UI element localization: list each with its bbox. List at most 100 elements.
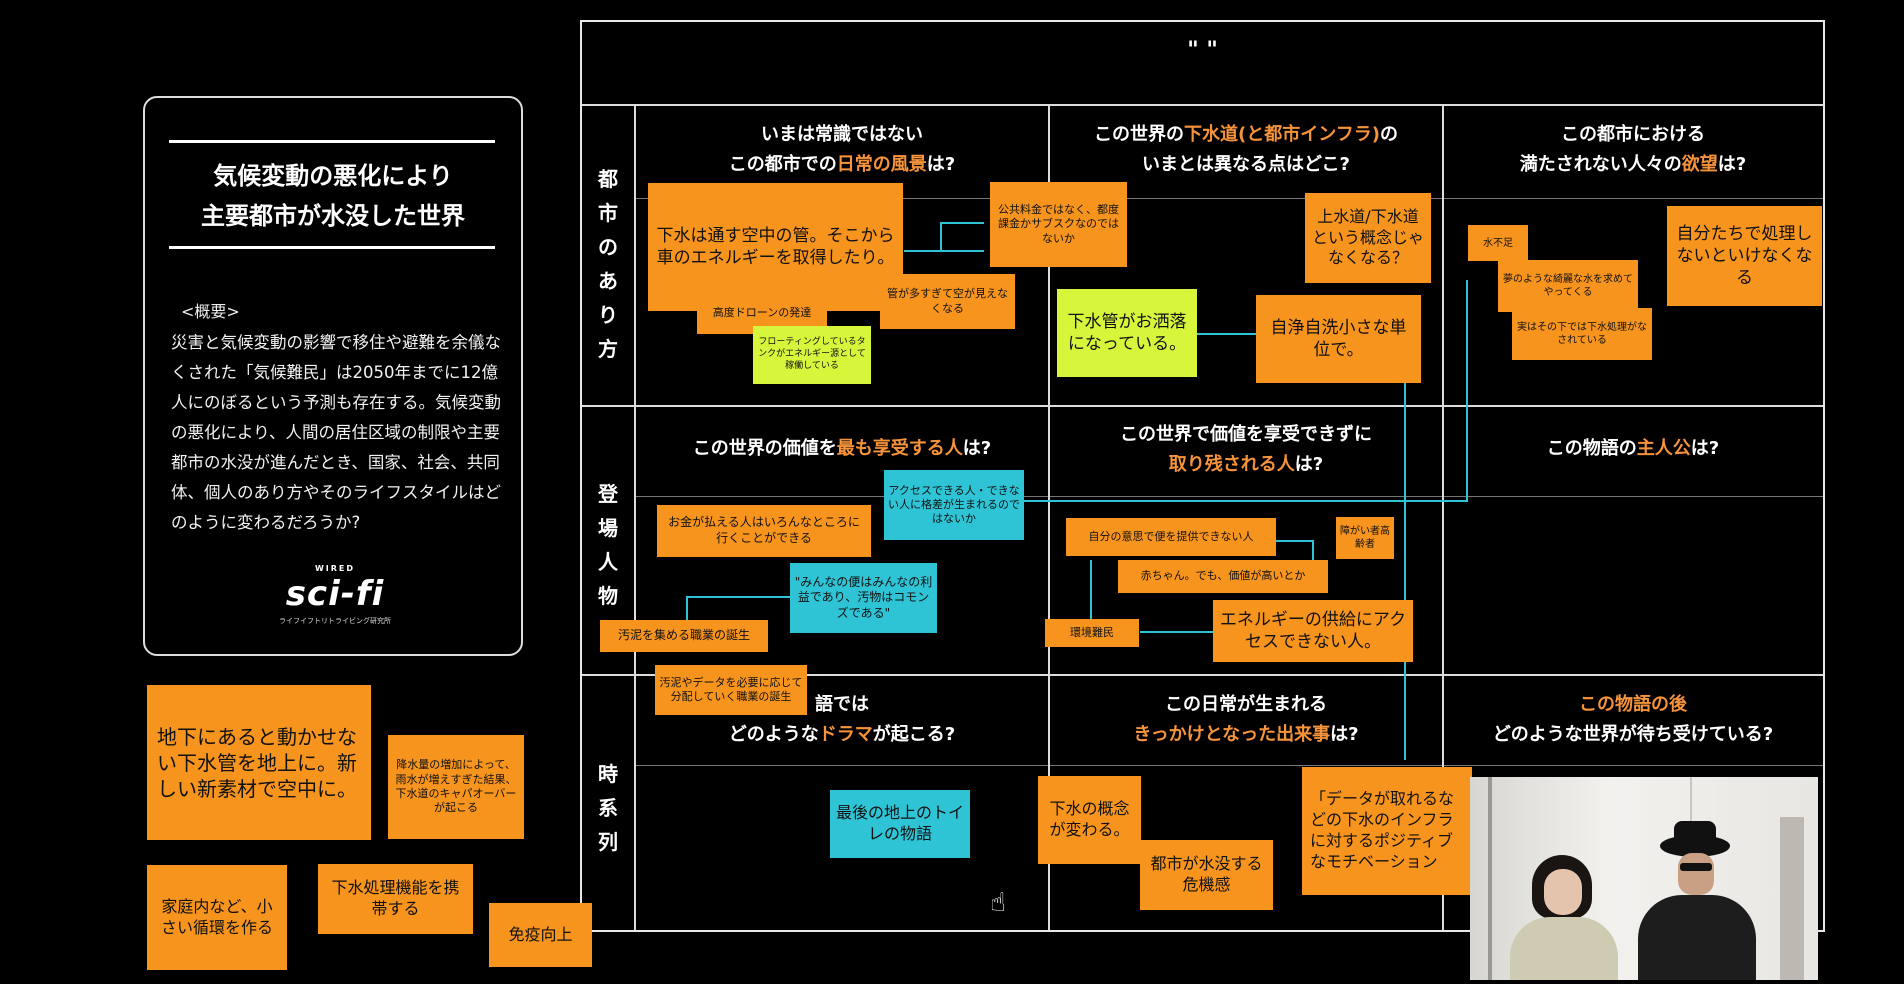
connector-line [1090,560,1092,622]
panel-top-rule [169,140,495,143]
row-label-timeline: 時系列 [583,757,633,859]
sticky-note[interactable]: フローティングしているタンクがエネルギー源として稼働している [753,326,871,384]
prompt-text: この日常が生まれる [1165,694,1327,715]
connector-line [1238,540,1314,542]
grid-line [582,674,1823,676]
connector-line [1404,380,1406,760]
summary-heading: <概要> [181,302,240,321]
prompt-text: いまは常識ではない [761,124,923,145]
sticky-note[interactable]: 最後の地上のトイレの物語 [830,790,970,858]
sticky-note[interactable]: 公共料金ではなく、都度課金かサブスクなのではないか [990,182,1127,267]
connector-line [686,596,688,620]
sticky-note[interactable]: 実はその下では下水処理がなされている [1512,308,1652,360]
sticky-note[interactable]: 赤ちゃん。でも、価値が高いとか [1118,560,1328,593]
connector-line [1020,500,1468,502]
prompt-daily-scene: いまは常識ではない この都市での日常の風景は? [636,120,1048,180]
grid-line [634,104,636,930]
prompt-text: この物語の後 [1579,694,1687,715]
sticky-note[interactable]: 自分たちで処理しないといけなくなる [1667,206,1822,306]
row-label-char: 登 [598,482,618,506]
prompt-text: いまとは異なる点はどこ? [1142,154,1350,175]
sticky-note[interactable]: 夢のような綺麗な水を求めてやってくる [1498,260,1638,312]
sticky-note[interactable]: 下水管がお洒落になっている。 [1057,289,1197,377]
hand-cursor-icon: ☝ [990,888,1006,918]
person-man-body [1638,895,1756,980]
prompt-text: この世界で価値を享受できずに [1120,424,1372,445]
person-woman-body [1510,917,1618,980]
person-man-glasses [1680,863,1712,871]
sticky-note[interactable]: 水不足 [1468,225,1528,261]
sticky-note[interactable]: アクセスできる人・できない人に格差が生まれるのではないか [884,470,1024,540]
prompt-desire: この都市における 満たされない人々の欲望は? [1444,120,1822,180]
sticky-note[interactable]: 管が多すぎて空が見えなくなる [880,274,1015,329]
grid-line [582,405,1823,407]
row-label-char: 人 [598,550,618,574]
sticky-note[interactable]: お金が払える人はいろんなところに行くことができる [657,505,871,557]
summary-text: 災害と気候変動の影響で移住や避難を余儀なくされた「気候難民」は2050年までに1… [171,333,501,532]
row-label-city: 都市のあり方 [583,162,633,366]
connector-line [940,222,984,224]
video-wall-edge [1488,777,1492,980]
panel-title-line1: 気候変動の悪化により [213,162,453,190]
grid-subline [634,765,1823,766]
prompt-sewer-infra: この世界の下水道(と都市インフラ)の いまとは異なる点はどこ? [1050,120,1442,180]
panel-title-line2: 主要都市が水没した世界 [201,202,465,230]
logo-wired: WIRED [314,564,356,573]
row-label-char: あ [598,269,618,293]
sticky-note[interactable]: 汚泥やデータを必要に応じて分配していく職業の誕生 [655,665,807,715]
prompt-text: 語では [815,694,869,715]
row-label-char: の [598,235,618,259]
row-label-char: 方 [598,337,618,361]
prompt-drama: 語では どのようなドラマが起こる? [636,690,1048,750]
theme-info-panel: 気候変動の悪化により 主要都市が水没した世界 <概要> 災害と気候変動の影響で移… [143,96,523,656]
sticky-note[interactable]: 家庭内など、小さい循環を作る [147,865,287,970]
connector-line [1140,631,1220,633]
sticky-note[interactable]: 自分の意思で便を提供できない人 [1066,518,1276,556]
row-label-char: 時 [598,762,618,786]
prompt-left-behind: この世界で価値を享受できずに 取り残される人は? [1050,420,1442,480]
sticky-note[interactable]: 下水は通す空中の管。そこから車のエネルギーを取得したり。 [648,183,903,311]
panel-title: 気候変動の悪化により 主要都市が水没した世界 [155,156,511,236]
sticky-note[interactable]: 自浄自洗小さな単位で。 [1256,295,1421,383]
sticky-note[interactable]: 環境難民 [1045,619,1139,647]
person-woman-face [1544,869,1582,915]
row-label-char: 列 [598,830,618,854]
row-label-char: り [598,303,618,327]
sticky-note[interactable]: 下水処理機能を携帯する [318,864,473,934]
prompt-text: どのようなドラマが起こる? [728,724,956,745]
sticky-note[interactable]: 汚泥を集める職業の誕生 [600,620,768,652]
row-label-char: 都 [598,167,618,191]
grid-title: " " [1187,38,1218,63]
prompt-text: この世界の下水道(と都市インフラ)の [1094,124,1398,145]
person-man-face [1678,853,1714,895]
connector-line [1312,540,1314,560]
sticky-note[interactable]: エネルギーの供給にアクセスできない人。 [1213,600,1413,662]
grid-line [1442,104,1444,930]
row-label-char: 系 [598,796,618,820]
sticky-note[interactable]: 降水量の増加によって、雨水が増えすぎた結果、下水道のキャパオーバーが起こる [388,735,524,839]
prompt-trigger-event: この日常が生まれる きっかけとなった出来事は? [1050,690,1442,750]
connector-line [1196,333,1256,335]
logo-scifi: sci-fi [285,574,385,614]
video-shelf [1780,817,1804,980]
prompt-text: 取り残される人は? [1168,454,1324,475]
person-man-hat [1674,821,1716,847]
sticky-note[interactable]: 上水道/下水道という概念じゃなくなる？ [1305,193,1431,283]
prompt-text: この都市における [1561,124,1705,145]
prompt-text: きっかけとなった出来事は? [1133,724,1359,745]
prompt-beneficiary: この世界の価値を最も享受する人は? [692,438,992,459]
grid-line [1048,104,1050,930]
worksheet-grid: " " 都市のあり方 登場人物 時系列 いまは常識ではない この都市での日常の風… [580,20,1825,932]
sticky-note[interactable]: 地下にあると動かせない下水管を地上に。新しい新素材で空中に。 [147,685,371,840]
sticky-note[interactable]: 免疫向上 [489,903,592,967]
sticky-note[interactable]: 障がい者高齢者 [1336,517,1394,559]
sticky-note[interactable]: "みんなの便はみんなの利益であり、汚物はコモンズである" [790,563,937,633]
logo-subtitle: ライフイフトリトライビング研究所 [279,617,391,625]
sticky-note[interactable]: 都市が水没する危機感 [1140,840,1273,910]
sticky-note[interactable]: 下水の概念が変わる。 [1038,776,1141,864]
connector-line [1466,280,1468,502]
prompt-after-story: この物語の後 どのような世界が待ち受けている? [1444,690,1822,750]
webcam-video-inset [1470,777,1818,980]
grid-line [582,104,1823,106]
sticky-note[interactable]: 「データが取れるなどの下水のインフラに対するポジティブなモチベーション [1302,767,1472,895]
